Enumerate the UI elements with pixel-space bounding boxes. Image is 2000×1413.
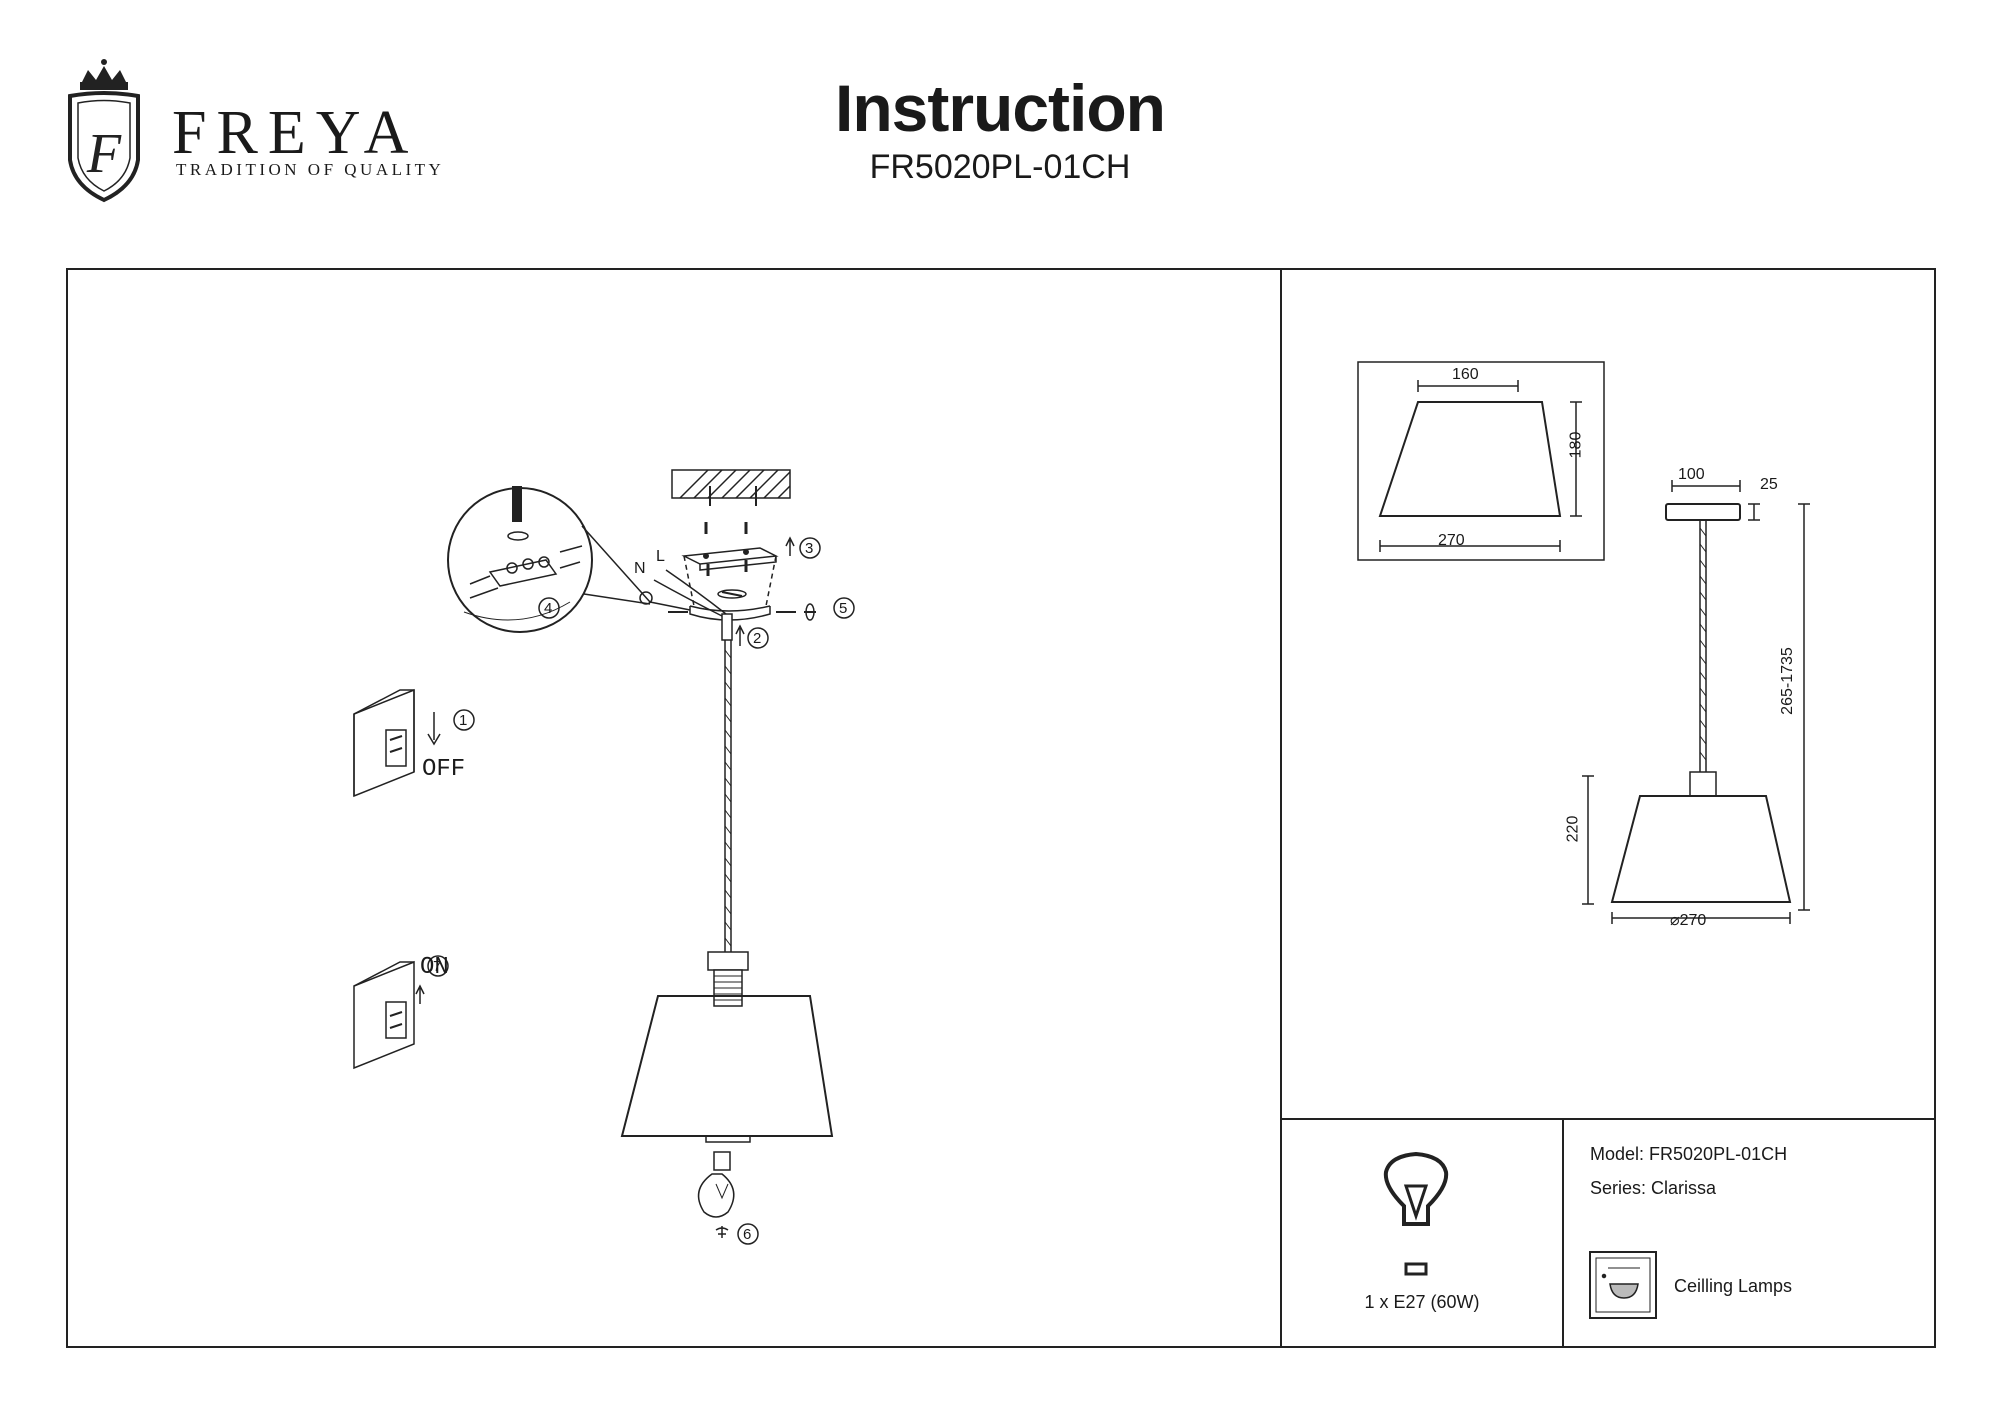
model-line: Model: FR5020PL-01CH: [1590, 1144, 1788, 1164]
page-title: Instruction: [835, 71, 1166, 145]
step-3-label: 3: [805, 540, 814, 557]
step-5-label: 5: [839, 600, 848, 617]
canopy-height: 25: [1760, 476, 1778, 493]
shade-diameter: ⌀270: [1670, 912, 1707, 929]
canopy-width: 100: [1678, 466, 1705, 483]
brand-name: FREYA: [172, 99, 419, 167]
crest-icon: F: [68, 59, 140, 203]
series-line: Series: Clarissa: [1590, 1178, 1717, 1198]
svg-text:F: F: [86, 123, 122, 185]
switch-off-label: OFF: [422, 756, 466, 783]
info-panel: [1562, 1118, 1936, 1348]
ceiling-hatch: [671, 469, 791, 506]
shade-top-width: 160: [1452, 366, 1479, 383]
category-label: Ceilling Lamps: [1674, 1276, 1793, 1296]
brand-tagline: TRADITION OF QUALITY: [176, 160, 445, 179]
bulb-spec: 1 x E27 (60W): [1364, 1292, 1480, 1312]
switch-on-label: ON: [420, 954, 449, 981]
step-6-label: 6: [743, 1226, 752, 1243]
step-1-label: 1: [459, 712, 468, 729]
shade-bottom-width: 270: [1438, 532, 1465, 549]
model-subtitle: FR5020PL-01CH: [869, 148, 1131, 186]
wire-neutral-label: N: [634, 560, 646, 577]
wire-live-label: L: [656, 548, 665, 565]
step-4-label: 4: [544, 600, 553, 617]
step-2-label: 2: [753, 630, 762, 647]
step-7-label: 7: [433, 958, 442, 975]
